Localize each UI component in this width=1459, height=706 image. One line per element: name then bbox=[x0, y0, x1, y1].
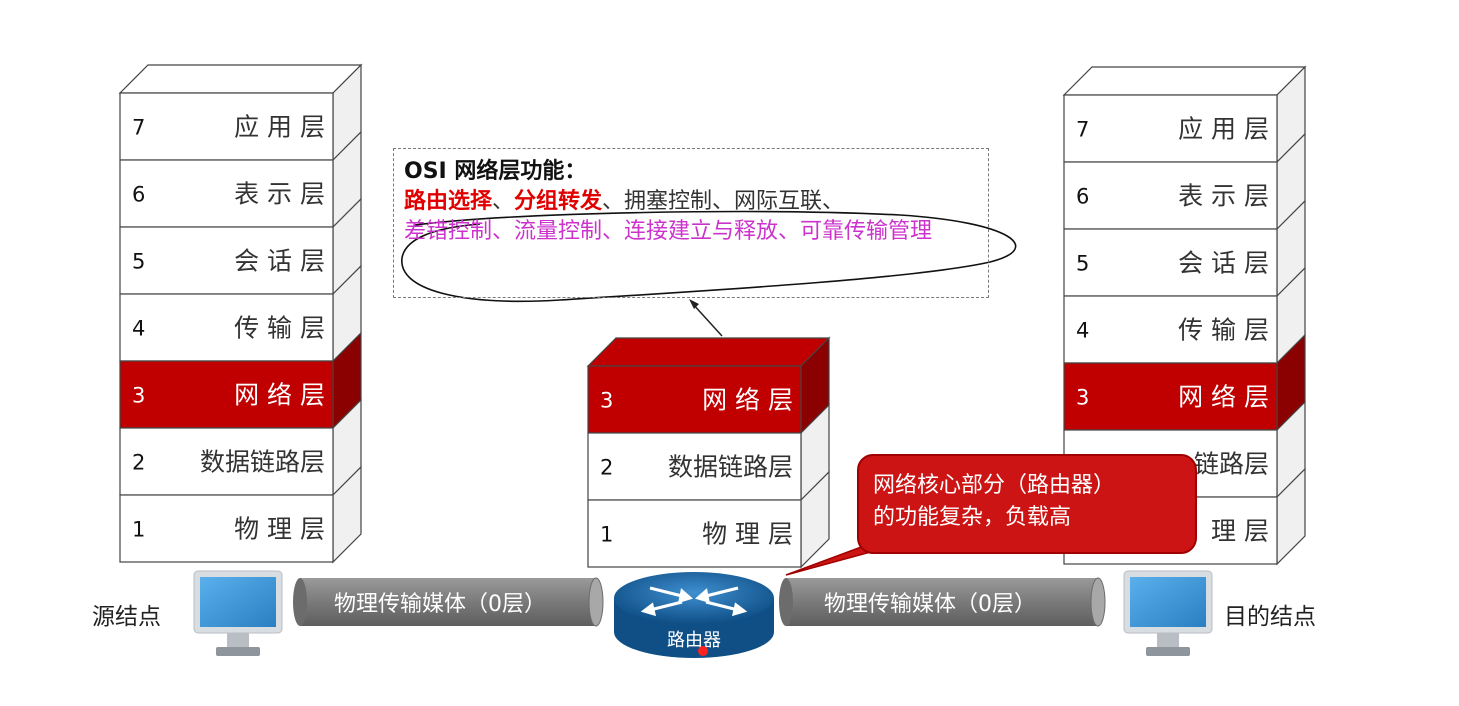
left-layer-2: 2 数据链路层 bbox=[119, 398, 362, 497]
left-layer-label: 物 理 层 bbox=[234, 515, 325, 544]
right-layer-label: 链路层 bbox=[1194, 450, 1269, 479]
right-layer-6: 6 表 示 层 bbox=[1063, 132, 1306, 231]
left-layer-label: 网 络 层 bbox=[234, 381, 325, 410]
router-layer-front-1 bbox=[587, 499, 802, 568]
forwarding-text: 分组转发 bbox=[514, 189, 603, 214]
right-layer-label: 网 络 层 bbox=[1178, 383, 1269, 412]
left-layer-6: 6 表 示 层 bbox=[119, 130, 362, 229]
router-callout: 网络核心部分（路由器） 的功能复杂，负载高 bbox=[857, 454, 1197, 554]
router-layer-num: 3 bbox=[600, 389, 613, 413]
callout-line1: 网络核心部分（路由器） bbox=[873, 473, 1116, 498]
pointer-arrow bbox=[689, 299, 723, 337]
right-layer-3: 3 网 络 层 bbox=[1063, 333, 1306, 432]
dest-computer-icon bbox=[1123, 570, 1213, 656]
left-top-face bbox=[118, 64, 363, 94]
left-layer-4: 4 传 输 层 bbox=[119, 264, 362, 363]
left-layer-label: 应 用 层 bbox=[234, 113, 325, 142]
router-layer-num: 1 bbox=[600, 523, 613, 547]
handdrawn-ellipse bbox=[401, 210, 1017, 303]
left-layer-front-1 bbox=[119, 494, 334, 563]
left-layer-1: 1 物 理 层 bbox=[119, 465, 362, 564]
router-layer-label: 数据链路层 bbox=[668, 453, 793, 482]
router-icon: 路由器 bbox=[614, 572, 774, 658]
left-layer-label: 表 示 层 bbox=[234, 180, 325, 209]
left-layer-num: 3 bbox=[132, 384, 145, 408]
right-layer-label: 理 层 bbox=[1211, 517, 1269, 546]
router-layer-3: 3 网 络 层 bbox=[587, 336, 830, 435]
right-layer-num: 3 bbox=[1076, 386, 1089, 410]
right-layer-label: 会 话 层 bbox=[1178, 249, 1269, 278]
left-medium-pipe: 物理传输媒体（0层） bbox=[293, 577, 604, 627]
router-layer-1: 1 物 理 层 bbox=[587, 470, 830, 569]
left-layer-front-4 bbox=[119, 293, 334, 362]
left-layer-label: 传 输 层 bbox=[234, 314, 325, 343]
routing-text: 路由选择 bbox=[404, 189, 493, 214]
left-layer-front-7 bbox=[119, 92, 334, 161]
right-layer-num: 4 bbox=[1076, 319, 1089, 343]
right-layer-front-3 bbox=[1063, 362, 1278, 431]
router-layer-2: 2 数据链路层 bbox=[587, 403, 830, 502]
left-layer-num: 6 bbox=[132, 183, 145, 207]
network-layer-functions-box: OSI 网络层功能： 路由选择、分组转发、拥塞控制、网际互联、 差错控制、流量控… bbox=[393, 148, 989, 298]
right-layer-5: 5 会 话 层 bbox=[1063, 199, 1306, 298]
info-title: OSI 网络层功能： bbox=[404, 159, 587, 184]
right-layer-front-6 bbox=[1063, 161, 1278, 230]
left-layer-num: 7 bbox=[132, 116, 145, 140]
magenta-functions-text: 差错控制、流量控制、连接建立与释放、可靠传输管理 bbox=[404, 219, 933, 244]
left-layer-front-6 bbox=[119, 159, 334, 228]
right-layer-label: 应 用 层 bbox=[1178, 115, 1269, 144]
left-layer-num: 1 bbox=[132, 518, 145, 542]
router-layer-label: 物 理 层 bbox=[702, 520, 793, 549]
left-layer-3: 3 网 络 层 bbox=[119, 331, 362, 430]
right-layer-label: 传 输 层 bbox=[1178, 316, 1269, 345]
left-layer-num: 4 bbox=[132, 317, 145, 341]
router-layer-label: 网 络 层 bbox=[702, 386, 793, 415]
router-layer-stack: 3 网 络 层 2 数据链路层 1 物 理 层 bbox=[586, 336, 831, 569]
right-medium-label: 物理传输媒体（0层） bbox=[824, 592, 1036, 617]
source-computer-icon bbox=[193, 570, 283, 656]
router-layer-num: 2 bbox=[600, 456, 613, 480]
pointer-dot bbox=[698, 646, 708, 656]
left-layer-front-5 bbox=[119, 226, 334, 295]
left-layer-front-3 bbox=[119, 360, 334, 429]
router-label: 路由器 bbox=[667, 630, 721, 651]
right-layer-num: 6 bbox=[1076, 185, 1089, 209]
left-layer-7: 7 应 用 层 bbox=[119, 63, 362, 162]
source-node-label: 源结点 bbox=[92, 604, 161, 630]
left-layer-stack: 7 应 用 层 6 表 示 层 5 会 话 层 4 传 输 层 3 网 络 层 2 数据链路层 1 物 理… bbox=[118, 63, 363, 564]
separator-text: 、 bbox=[492, 189, 515, 214]
left-layer-front-2 bbox=[119, 427, 334, 496]
right-layer-front-4 bbox=[1063, 295, 1278, 364]
right-layer-4: 4 传 输 层 bbox=[1063, 266, 1306, 365]
left-layer-label: 数据链路层 bbox=[200, 448, 325, 477]
right-layer-num: 5 bbox=[1076, 252, 1089, 276]
router-top-face bbox=[586, 337, 831, 367]
right-top-face bbox=[1062, 66, 1307, 96]
dest-node-label: 目的结点 bbox=[1224, 604, 1316, 630]
left-layer-num: 5 bbox=[132, 250, 145, 274]
left-layer-5: 5 会 话 层 bbox=[119, 197, 362, 296]
other-functions-text: 、拥塞控制、网际互联、 bbox=[602, 189, 845, 214]
right-layer-front-5 bbox=[1063, 228, 1278, 297]
left-medium-label: 物理传输媒体（0层） bbox=[334, 592, 546, 617]
right-layer-label: 表 示 层 bbox=[1178, 182, 1269, 211]
left-layer-num: 2 bbox=[132, 451, 145, 475]
right-medium-pipe: 物理传输媒体（0层） bbox=[779, 577, 1106, 627]
router-layer-front-2 bbox=[587, 432, 802, 501]
callout-line2: 的功能复杂，负载高 bbox=[873, 505, 1072, 530]
left-layer-label: 会 话 层 bbox=[234, 247, 325, 276]
right-layer-num: 7 bbox=[1076, 118, 1089, 142]
router-layer-front-3 bbox=[587, 365, 802, 434]
